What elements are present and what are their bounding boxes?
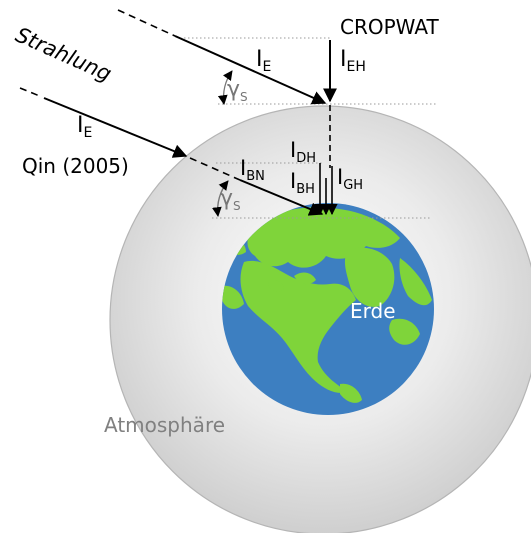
earth-globe: [222, 203, 434, 415]
ray-lower-dashed-start: [19, 87, 43, 98]
symbol-i-bn: IBN: [240, 156, 265, 184]
ray-upper: [117, 9, 327, 105]
earth-land: [222, 207, 432, 403]
strahlung-label: Strahlung: [12, 23, 115, 86]
symbol-i-eh: IEH: [340, 47, 366, 75]
angle-arc-upper: [217, 70, 233, 105]
ray-upper-solid: [174, 35, 327, 105]
symbol-i-e-upper: IE: [256, 47, 271, 75]
ray-lower-solid-end: [239, 179, 324, 216]
cropwat-label: CROPWAT: [340, 15, 439, 39]
symbol-i-bh: IBH: [290, 169, 315, 197]
symbol-i-gh: IGH: [337, 165, 363, 193]
atmosphaere-label: Atmosphäre: [104, 413, 225, 437]
symbol-gamma-upper: γS: [227, 77, 248, 104]
qin-label: Qin (2005): [22, 154, 129, 178]
ray-lower-dashed-mid: [189, 157, 241, 181]
ray-lower-solid: [43, 97, 188, 158]
symbol-i-e-lower: IE: [77, 113, 92, 141]
horizon-guides: [180, 37, 438, 219]
ray-lower: [19, 87, 324, 216]
erde-label: Erde: [350, 299, 396, 323]
angle-arc-lower: [212, 180, 229, 217]
symbol-gamma-lower: γS: [220, 186, 241, 213]
ray-upper-dashed: [117, 9, 176, 37]
symbol-i-dh: IDH: [290, 138, 316, 166]
